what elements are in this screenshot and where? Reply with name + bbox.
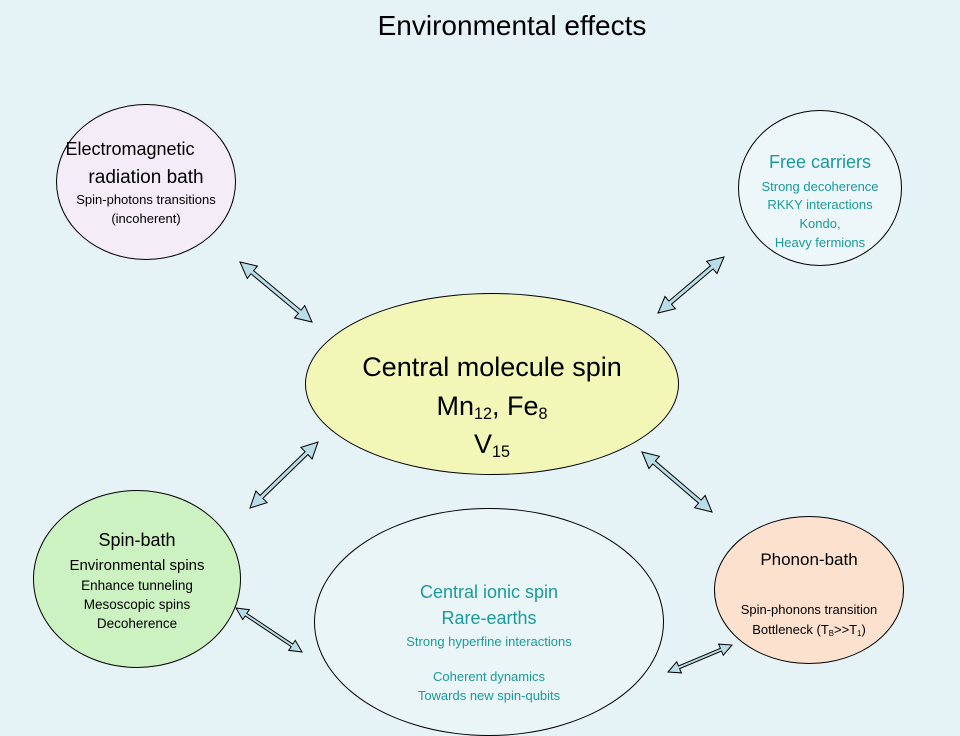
- spin-line5: Decoherence: [96, 616, 178, 631]
- phonon-line1: Phonon-bath: [760, 550, 858, 569]
- arrow-spin-central: [249, 441, 319, 509]
- spin-bath-ellipse: [33, 490, 241, 668]
- ionic-ellipse: [314, 508, 664, 736]
- page-title: Environmental effects: [377, 10, 647, 41]
- spin-line2: Environmental spins: [69, 557, 205, 574]
- ionic-line2: Rare-earths: [441, 608, 537, 628]
- em-line2: radiation bath: [88, 167, 204, 188]
- phonon-line2: Spin-phonons transition: [740, 602, 878, 617]
- free-line5: Heavy fermions: [774, 235, 866, 250]
- ionic-line1: Central ionic spin: [419, 582, 559, 602]
- arrows-layer: [235, 256, 734, 674]
- central-line2: Mn12, Fe8: [436, 391, 548, 424]
- ionic-line5: Towards new spin-qubits: [417, 688, 561, 703]
- em-line4: (incoherent): [111, 211, 181, 226]
- free-carriers-ellipse: [738, 110, 902, 266]
- central-line3: V15: [473, 429, 511, 462]
- phonon-line3: Bottleneck (TB>>T1): [752, 622, 866, 638]
- arrow-phonon-central: [641, 451, 713, 513]
- arrow-em-central: [239, 261, 313, 323]
- arrow-free-central: [657, 256, 725, 314]
- free-line1: Free carriers: [768, 152, 871, 172]
- spin-line1: Spin-bath: [98, 530, 176, 550]
- em-line1: Electromagnetic: [65, 139, 195, 159]
- central-line1: Central molecule spin: [362, 352, 622, 382]
- arrow-ionic-phonon: [666, 643, 734, 674]
- central-molecule-ellipse: [305, 293, 679, 475]
- free-line3: RKKY interactions: [767, 197, 873, 212]
- spin-line4: Mesoscopic spins: [83, 597, 191, 612]
- ionic-line4: Coherent dynamics: [433, 669, 545, 684]
- arrow-spin-ionic: [235, 607, 303, 653]
- em-line3: Spin-photons transitions: [76, 192, 216, 207]
- spin-line3: Enhance tunneling: [81, 578, 193, 593]
- free-line2: Strong decoherence: [761, 179, 879, 194]
- ionic-line3: Strong hyperfine interactions: [406, 634, 572, 649]
- phonon-bath-ellipse: [714, 516, 904, 664]
- free-line4: Kondo,: [799, 216, 841, 231]
- em-bath-ellipse: [56, 104, 236, 260]
